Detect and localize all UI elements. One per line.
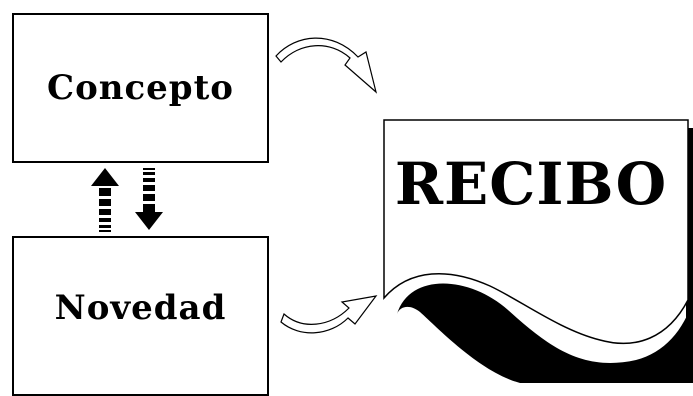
concepto-label: Concepto <box>47 68 234 108</box>
curved-arrow-bottom-icon <box>280 295 378 334</box>
recibo-document-shape <box>383 119 693 383</box>
novedad-label: Novedad <box>54 288 227 328</box>
recibo-document-shadow <box>397 283 693 383</box>
curved-arrow-top-icon <box>275 37 378 94</box>
recibo-label: RECIBO <box>394 150 668 218</box>
arrow-down-icon <box>135 168 163 230</box>
diagram-connectors <box>91 37 378 334</box>
arrow-up-icon <box>91 168 119 232</box>
novedad-box: Novedad <box>12 236 269 396</box>
concepto-box: Concepto <box>12 13 269 163</box>
recibo-document-page <box>383 119 689 344</box>
